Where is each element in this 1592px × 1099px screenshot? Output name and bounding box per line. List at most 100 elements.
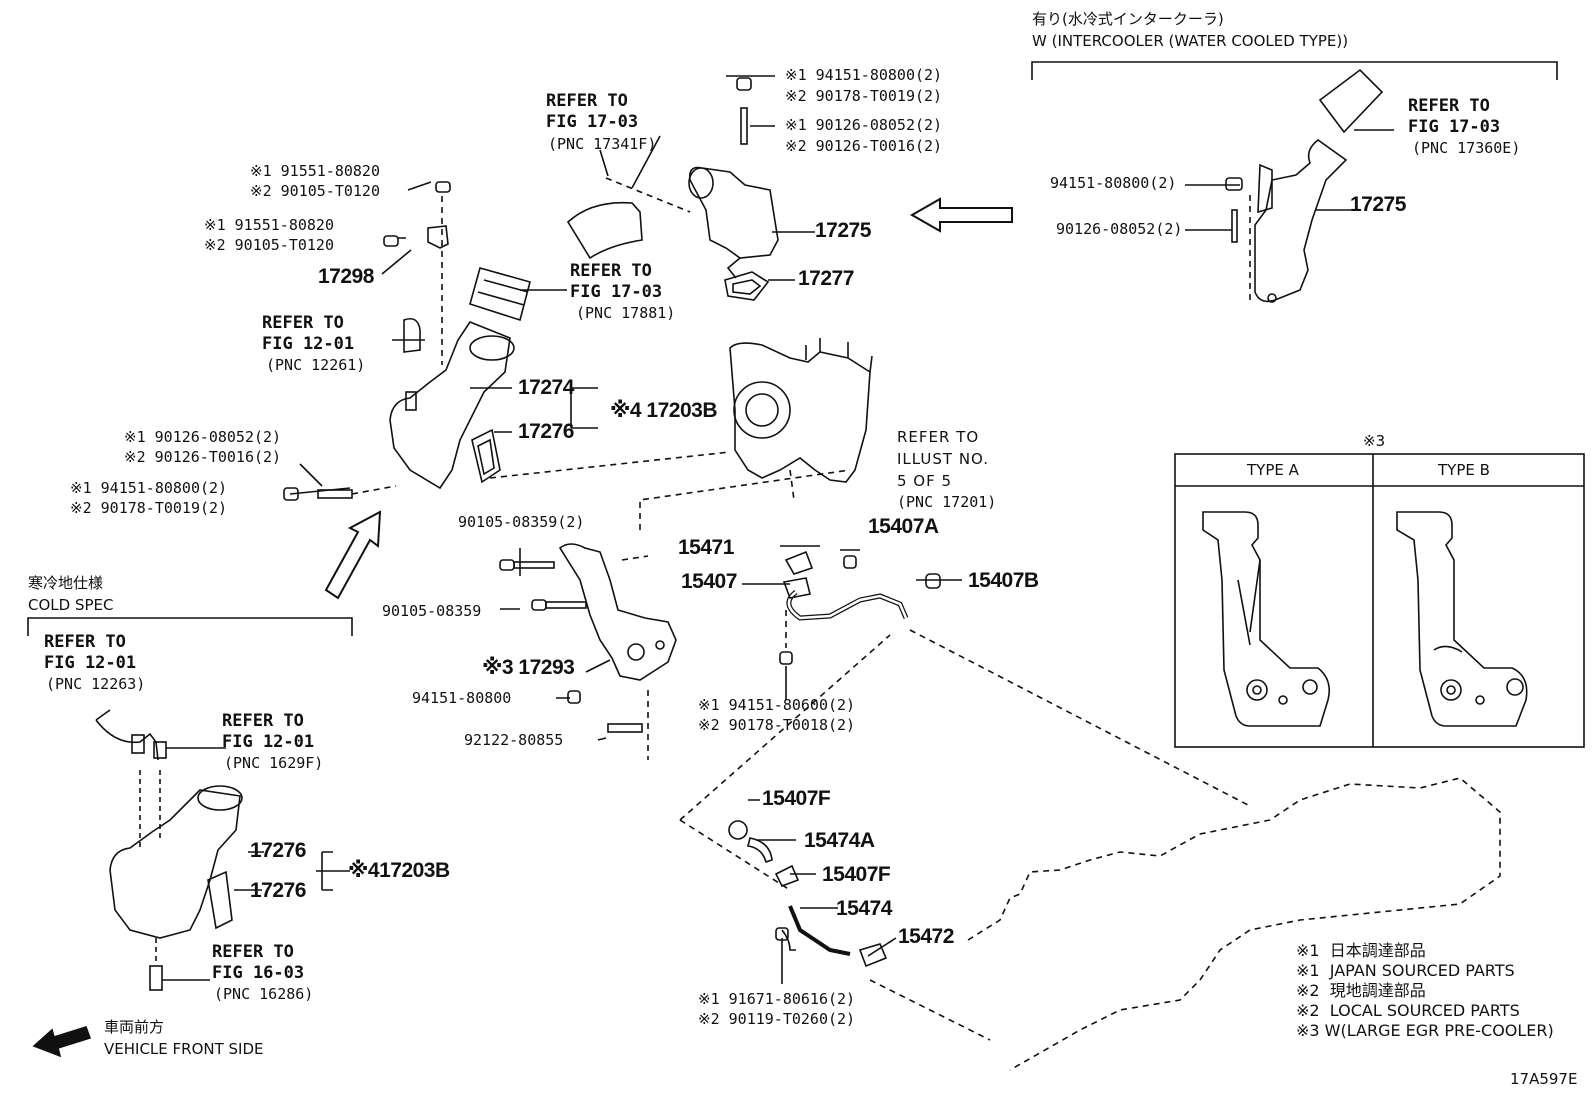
refer-label: (PNC 17201): [897, 493, 997, 511]
fastener-label: ※1 91551-80820: [250, 162, 380, 180]
fastener-label: ※1 90126-08052(2): [785, 116, 943, 134]
vehicle-front-arrow: [32, 1026, 92, 1058]
part-17275-intercooler: 17275: [1350, 193, 1406, 216]
hose-15474a-drawing: [747, 837, 773, 864]
fastener-label: ※2 90126-T0016(2): [785, 137, 943, 155]
front-side-en: VEHICLE FRONT SIDE: [104, 1040, 264, 1058]
refer-label: REFER TO: [1408, 96, 1490, 116]
cold-spec-option-bracket: [27, 617, 353, 636]
fastener-label: ※1 91671-80616(2): [698, 990, 856, 1008]
fastener-label: ※1 94151-80800(2): [70, 479, 228, 497]
refer-label: REFER TO: [262, 313, 344, 333]
refer-label: FIG 17-03: [1408, 117, 1501, 137]
legend-line: ※1 JAPAN SOURCED PARTS: [1296, 961, 1515, 980]
engine-outline-drawing: [967, 777, 1501, 1071]
part-15407b: 15407B: [968, 569, 1039, 592]
refer-label: FIG 17-03: [546, 112, 639, 132]
part-17276-cold: 17276: [250, 879, 306, 902]
intake-17274-drawing: [389, 321, 511, 490]
part-15474: 15474: [836, 897, 892, 920]
intercooler-option-en: W (INTERCOOLER (WATER COOLED TYPE)): [1032, 32, 1349, 50]
fastener-label: 90126-08052(2): [1056, 220, 1183, 238]
fastener-label: ※2 90178-T0018(2): [698, 716, 856, 734]
part-17275: 17275: [815, 219, 871, 242]
part-15474a: 15474A: [804, 829, 875, 852]
part-15407f: 15407F: [762, 787, 831, 810]
refer-label: (PNC 17341F): [548, 135, 657, 153]
refer-label: (PNC 12263): [46, 675, 146, 693]
type-b-label: TYPE B: [1438, 461, 1490, 479]
intercooler-option-bracket: [1031, 61, 1558, 80]
part-17203b-cold: ※417203B: [348, 859, 450, 882]
legend-line: ※3 W(LARGE EGR PRE-COOLER): [1296, 1021, 1554, 1040]
part-15472: 15472: [898, 925, 954, 948]
front-side-jp: 車両前方: [104, 1018, 165, 1036]
refer-label: FIG 12-01: [44, 653, 137, 673]
turbocharger-drawing: [729, 342, 871, 483]
cold-spec-jp: 寒冷地仕様: [28, 574, 104, 592]
view-arrow-cold: [324, 510, 382, 600]
part-17277: 17277: [798, 267, 854, 290]
part-17293: ※3 17293: [482, 656, 575, 679]
fastener-label: 90105-08359: [382, 602, 482, 620]
egr-pipe-15407-drawing: [786, 590, 909, 621]
refer-label: FIG 17-03: [570, 282, 663, 302]
refer-label: 5 OF 5: [897, 472, 953, 490]
part-15407f: 15407F: [822, 863, 891, 886]
pipe-15474-drawing: [788, 905, 851, 956]
fastener-label: 92122-80855: [464, 731, 564, 749]
fastener-label: ※2 90126-T0016(2): [124, 448, 282, 466]
refer-label: ILLUST NO.: [897, 450, 990, 468]
fastener-label: ※1 94151-80800(2): [785, 66, 943, 84]
fastener-label: 90105-08359(2): [458, 513, 585, 531]
refer-label: REFER TO: [546, 91, 628, 111]
type-b-bracket-drawing: [1396, 511, 1528, 727]
refer-label: REFER TO: [570, 261, 652, 281]
cold-spec-en: COLD SPEC: [28, 596, 114, 614]
type-a-label: TYPE A: [1247, 461, 1299, 479]
type-box: [1174, 453, 1585, 748]
type-a-bracket-drawing: [1202, 511, 1331, 727]
part-17276: 17276: [518, 420, 574, 443]
fastener-label: ※2 90178-T0019(2): [70, 499, 228, 517]
bracket-17298-drawing: [427, 225, 449, 249]
refer-label: (PNC 17881): [576, 304, 676, 322]
type-box-mark: ※3: [1363, 432, 1386, 450]
cold-gasket-drawing: [207, 870, 233, 930]
fastener-label: ※1 90126-08052(2): [124, 428, 282, 446]
refer-label: FIG 12-01: [262, 334, 355, 354]
fastener-label: ※2 90119-T0260(2): [698, 1010, 856, 1028]
refer-label: (PNC 12261): [266, 356, 366, 374]
refer-label: REFER TO: [212, 942, 294, 962]
fastener-label: ※2 90178-T0019(2): [785, 87, 943, 105]
legend-line: ※1 日本調達部品: [1296, 941, 1426, 960]
fastener-label: ※1 91551-80820: [204, 216, 334, 234]
intake-elbow-17275-drawing: [688, 166, 779, 259]
fastener-label: 94151-80800(2): [1050, 174, 1177, 192]
refer-label: FIG 12-01: [222, 732, 315, 752]
refer-label: REFER TO: [222, 711, 304, 731]
refer-label: (PNC 1629F): [224, 754, 324, 772]
intercooler-pipe-drawing: [1254, 68, 1384, 303]
pipe-17341f-drawing: [566, 201, 643, 260]
part-15407a: 15407A: [868, 515, 939, 538]
fastener-label: 94151-80800: [412, 689, 512, 707]
diagram-code: 17A597E: [1510, 1070, 1578, 1088]
fastener-label: ※2 90105-T0120: [204, 236, 334, 254]
part-17203b: ※4 17203B: [610, 399, 718, 422]
part-15407: 15407: [681, 570, 737, 593]
gasket-17277-drawing: [724, 271, 770, 301]
legend-line: ※2 LOCAL SOURCED PARTS: [1296, 1001, 1520, 1020]
part-17276-cold: 17276: [250, 839, 306, 862]
part-17274: 17274: [518, 376, 574, 399]
cold-spec-intake-drawing: [109, 789, 241, 939]
gasket-17276-drawing: [471, 428, 501, 484]
refer-label: FIG 16-03: [212, 963, 305, 983]
hose-17881-drawing: [469, 267, 531, 322]
intercooler-option-jp: 有り(水冷式インタークーラ): [1032, 10, 1224, 28]
bracket-17293-drawing: [558, 543, 677, 681]
view-arrow-right: [909, 197, 1013, 233]
refer-label: (PNC 16286): [214, 985, 314, 1003]
fastener-label: ※2 90105-T0120: [250, 182, 380, 200]
